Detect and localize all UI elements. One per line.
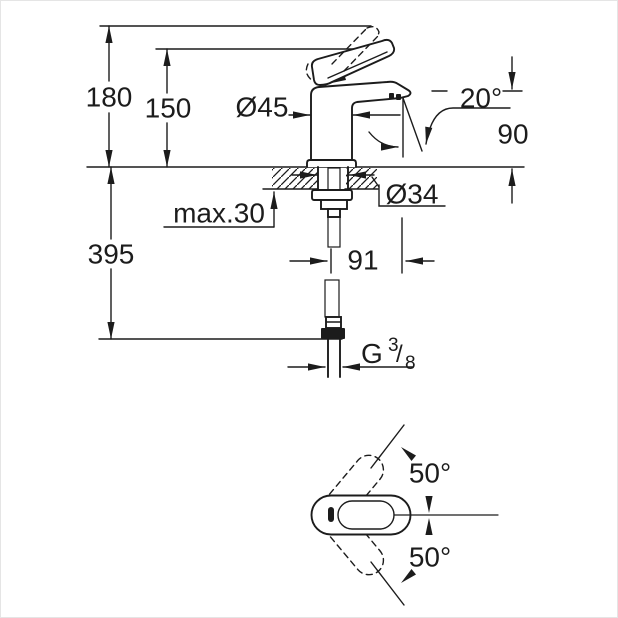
dim-max-deck-thickness: max.30 [163, 191, 278, 229]
dim-spout-reach: 91 [289, 217, 435, 276]
swivel-upper-centerline-arrow [425, 496, 433, 513]
swivel-upper-label: 50° [409, 458, 451, 489]
threaded-rod-in-deck [327, 167, 341, 191]
dim-lever-height: 150 [145, 48, 192, 168]
dim395-label: 395 [88, 239, 135, 270]
dim-below-deck-length: 395 [88, 166, 135, 340]
threaded-rod [327, 216, 341, 248]
spray-angled-line [402, 97, 423, 152]
dim45-label: Ø45 [236, 92, 289, 123]
dim91-label: 91 [347, 245, 378, 276]
dim180-label: 180 [86, 82, 133, 113]
connector-nut [321, 328, 345, 339]
raised-lever-edge-1 [331, 27, 368, 65]
dim90-label: 90 [497, 119, 528, 150]
dim-thread-size: G 3 / 8 [287, 335, 416, 374]
spray-lines [368, 97, 423, 158]
swivel-lower-label: 50° [409, 542, 451, 573]
lever-handle [305, 25, 396, 86]
raised-lever-edge-2 [343, 35, 379, 72]
thread-label-slash: / [396, 341, 403, 368]
shank-and-hose [311, 166, 353, 378]
lever-raised-dashed [305, 25, 380, 82]
raised-lever-tip-arc [366, 25, 380, 37]
washer-flange [311, 189, 353, 201]
lever-loop-top-outline [337, 500, 395, 530]
front-elevation-view: 180 150 395 Ø45 20° [86, 25, 529, 378]
dim34-leader [371, 176, 380, 188]
dim150-label: 150 [145, 93, 192, 124]
thread-label-denominator: 8 [405, 353, 416, 374]
rod-collar [327, 208, 341, 218]
faucet-top-outline [310, 494, 412, 536]
handle-slot-mark [328, 507, 334, 522]
thread-label-numerator: 3 [388, 335, 399, 356]
raised-lever-pivot-arc [305, 63, 314, 82]
mounting-nut [320, 199, 348, 210]
thread-label-g: G [361, 338, 383, 369]
body-base-plate [306, 159, 357, 168]
mounting-deck [262, 168, 379, 190]
dim-swivel-lower: 50° [401, 518, 451, 583]
swivel-ray-upper [370, 424, 405, 469]
swivel-lower-ray-arrow [401, 569, 416, 583]
spray-arc-arrow [368, 131, 399, 151]
dim-spout-height: 90 [431, 56, 529, 204]
dim-swivel-upper: 50° [401, 447, 451, 513]
lever-inner-line [327, 51, 388, 79]
swivel-lower-centerline-arrow [425, 518, 433, 535]
dim-spray-angle: 20° [425, 83, 511, 145]
deck-hatch-left [272, 168, 318, 189]
braided-hose [324, 279, 340, 318]
swivel-ray-lower [370, 561, 405, 606]
aerator-mark-2 [396, 94, 401, 100]
body-outline [310, 80, 412, 161]
plan-view-swivel: 50° 50° [310, 424, 499, 606]
dim20-label: 20° [460, 83, 502, 114]
aerator-mark-1 [389, 93, 394, 99]
dim34-underline [378, 184, 446, 207]
faucet-body [306, 80, 412, 168]
dim34-label: Ø34 [386, 179, 439, 210]
dimmax30-label: max.30 [173, 198, 265, 229]
dim-hole-diameter: Ø34 [291, 171, 446, 210]
dim20-leader [425, 107, 511, 145]
swivel-upper-ray-arrow [401, 447, 416, 461]
dim-body-diameter: Ø45 [236, 92, 401, 123]
dim-overall-height: 180 [86, 25, 133, 168]
